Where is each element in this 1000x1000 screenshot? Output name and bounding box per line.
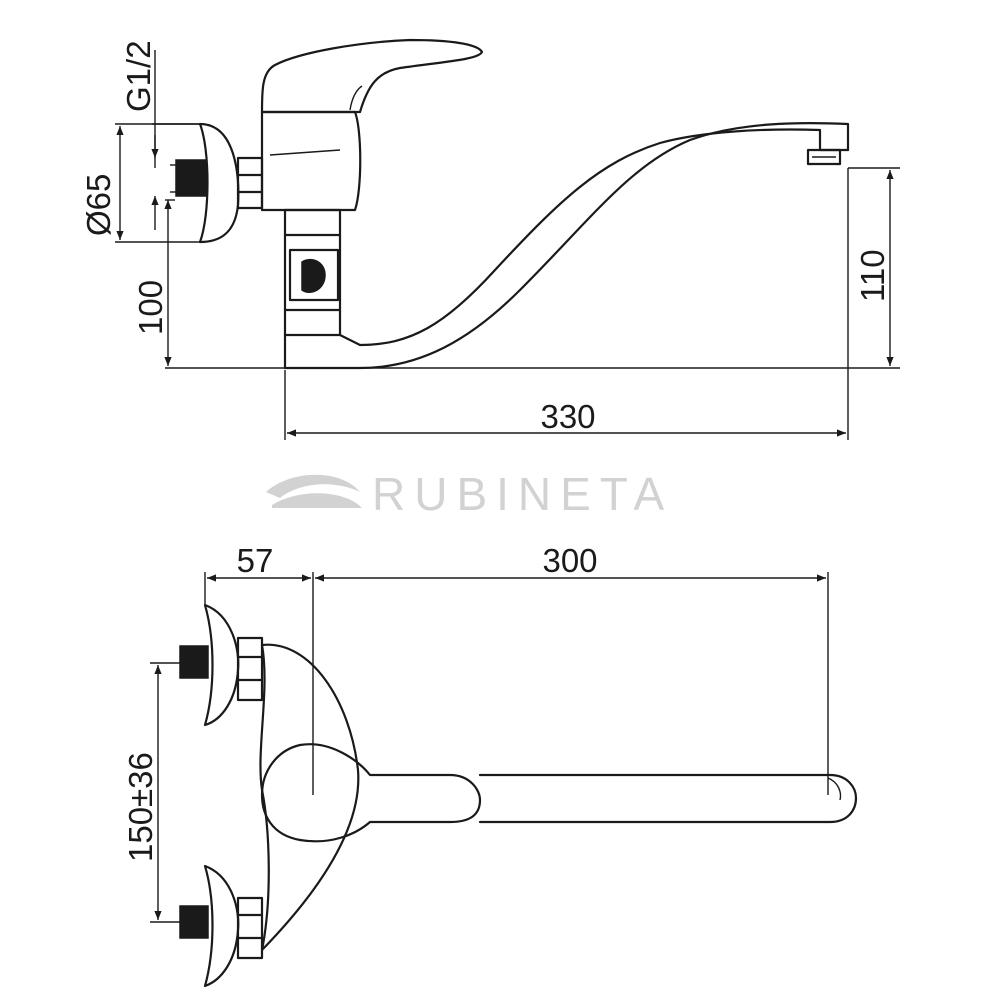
threaded-inlet: [175, 159, 207, 197]
dim-length-label: 330: [540, 398, 595, 435]
swivel-nut: [288, 248, 340, 302]
dim-offset-label: 57: [237, 542, 274, 579]
mixer-body-top: [259, 643, 360, 952]
side-view: G1/2 Ø65 100 110 330: [80, 38, 900, 440]
mixer-body: [260, 110, 362, 212]
union-nut: [236, 156, 264, 210]
lever-handle-top: [260, 743, 482, 843]
dim-diameter-label: Ø65: [80, 174, 117, 236]
dim-spout-height-label: 110: [854, 249, 891, 302]
aerator: [806, 148, 842, 166]
upper-inlet: [179, 645, 209, 679]
swivel-housing: [283, 208, 342, 237]
brand-watermark: RUBINETA: [266, 468, 673, 520]
brand-name: RUBINETA: [372, 468, 673, 520]
top-view: 57 300 150±36: [122, 542, 858, 988]
dim-center-distance-label: 150±36: [122, 752, 159, 862]
spout-top: [478, 773, 858, 824]
upper-flange: [203, 603, 240, 727]
lower-inlet: [179, 905, 209, 939]
brand-logo-icon: [266, 474, 362, 508]
dim-spout-reach-label: 300: [542, 542, 597, 579]
lower-flange: [203, 864, 240, 988]
lever-handle: [260, 38, 484, 114]
dim-thread-label: G1/2: [120, 40, 157, 112]
dim-height-label: 100: [132, 280, 169, 335]
spout-side: [283, 122, 850, 370]
wall-flange: [198, 122, 240, 244]
